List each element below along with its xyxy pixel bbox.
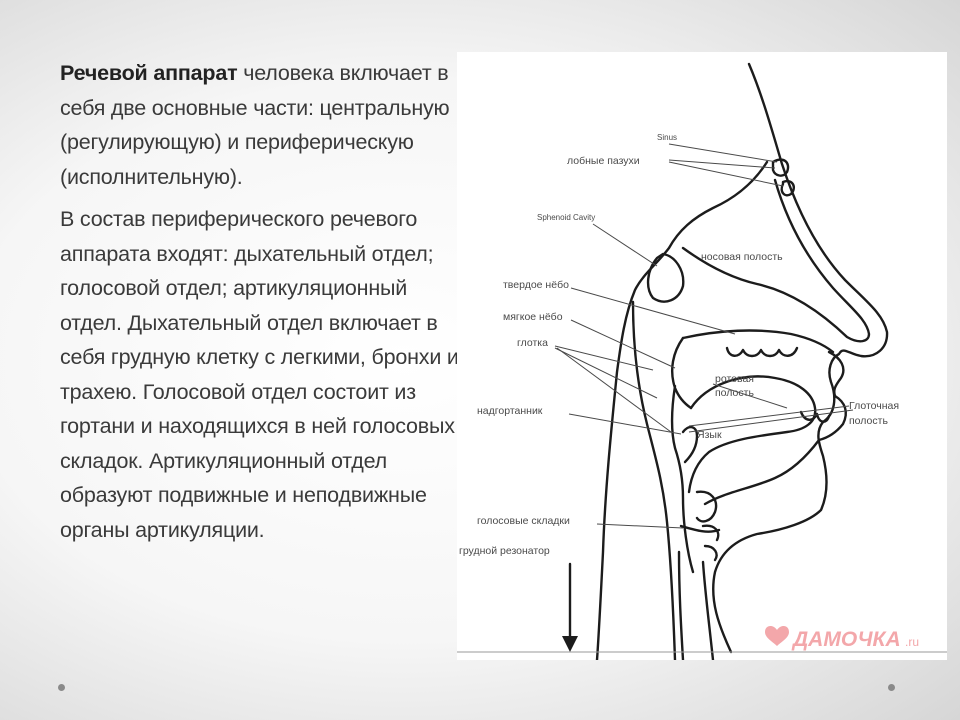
speech-apparatus-diagram: Sinus лобные пазухи Sphenoid Cavity носо… <box>457 52 947 660</box>
larynx-ring-2 <box>703 544 718 562</box>
slide-bullet-dot-right <box>888 684 895 691</box>
paragraph-1: Речевой аппарат человека включает в себя… <box>60 56 470 194</box>
leader-pharynx-3 <box>554 347 658 399</box>
label-oral-cavity-line1: ротовая <box>715 373 754 385</box>
leader-soft-palate <box>570 319 676 369</box>
upper-teeth <box>725 346 799 358</box>
label-frontal-sinuses: лобные пазухи <box>567 155 640 167</box>
leader-frontal-sinus-2 <box>668 161 784 187</box>
anatomy-drawing: Sinus лобные пазухи Sphenoid Cavity носо… <box>457 62 947 660</box>
paragraph-1-body: человека включает в себя две основные ча… <box>60 61 450 189</box>
trachea-back <box>677 550 685 660</box>
jaw-outline <box>703 438 821 506</box>
slide-text: Речевой аппарат человека включает в себя… <box>60 56 470 555</box>
leader-lines <box>554 143 854 529</box>
tongue-outline <box>687 375 817 494</box>
paragraph-2: В состав периферического речевого аппара… <box>60 207 459 542</box>
label-nasal-cavity: носовая полость <box>701 251 783 263</box>
label-pharynx: глотка <box>517 337 548 349</box>
label-epiglottis: надгортанник <box>477 405 543 417</box>
pharynx-anterior-wall <box>670 384 695 574</box>
chest-resonator-arrowhead <box>562 636 578 652</box>
upper-lip <box>827 350 845 398</box>
leader-tongue <box>688 409 854 433</box>
label-hard-palate: твердое нёбо <box>503 279 569 291</box>
pharynx-posterior-wall <box>631 300 677 660</box>
face-profile-outline <box>712 62 889 654</box>
label-chest-resonator: грудной резонатор <box>459 545 550 557</box>
leader-oral-cavity <box>712 383 788 409</box>
larynx-ring-1 <box>701 524 720 542</box>
heart-icon <box>765 626 789 646</box>
hard-palate-outline <box>681 329 835 354</box>
nasal-cavity-outline <box>681 178 871 343</box>
label-soft-palate: мягкое нёбо <box>503 311 563 323</box>
leader-vocal-folds <box>596 523 684 529</box>
larynx-outline <box>695 490 718 523</box>
leader-pharynx-2 <box>556 347 672 433</box>
slide-bullet-dot-left <box>58 684 65 691</box>
sphenoid-cavity-outline <box>646 252 685 303</box>
leader-epiglottis <box>568 413 682 435</box>
label-vocal-folds: голосовые складки <box>477 515 570 527</box>
leader-frontal-sinus-1 <box>668 159 776 169</box>
label-sphenoid-cavity: Sphenoid Cavity <box>537 213 595 222</box>
watermark-suffix: .ru <box>905 635 919 649</box>
label-oral-cavity-line2: полость <box>715 387 754 399</box>
label-pharyngeal-cavity-line2: полость <box>849 415 888 427</box>
label-tongue: Язык <box>697 429 722 441</box>
label-pharyngeal-cavity-line1: Глоточная <box>849 400 899 412</box>
epiglottis-outline <box>681 425 699 464</box>
vocal-folds-shape <box>679 524 721 533</box>
watermark-brand: ДАМОЧКА <box>791 628 901 651</box>
trachea-front <box>701 560 715 660</box>
frontal-sinus-2 <box>780 179 795 197</box>
term-speech-apparatus: Речевой аппарат <box>60 61 238 85</box>
lower-lip <box>817 394 847 442</box>
leader-sphenoid <box>592 223 658 267</box>
leader-hard-palate <box>570 287 736 335</box>
soft-palate-outline <box>671 336 693 410</box>
leader-sinus <box>668 143 778 163</box>
skull-base-outline <box>595 160 769 660</box>
lower-teeth <box>799 410 831 423</box>
leader-pharynx-1 <box>554 345 654 371</box>
leader-pharyngeal-cavity <box>688 405 850 427</box>
label-sinus: Sinus <box>657 133 677 142</box>
frontal-sinus-1 <box>771 158 790 177</box>
